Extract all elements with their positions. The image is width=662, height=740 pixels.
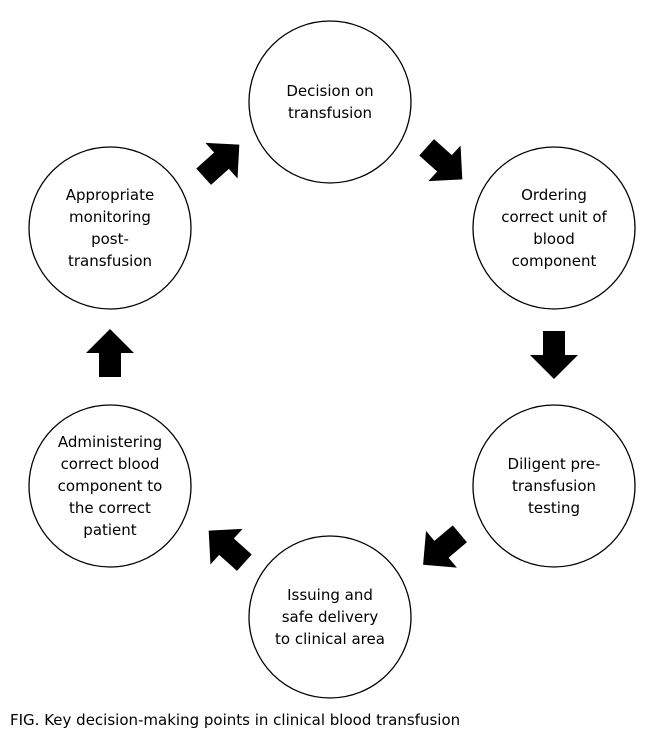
node-ordering: Ordering correct unit of blood component <box>472 146 636 310</box>
node-label-line: Administering <box>58 433 162 451</box>
node-issuing: Issuing and safe delivery to clinical area <box>248 535 412 699</box>
node-label-line: Issuing and <box>287 586 373 604</box>
arrows-layer <box>86 139 578 571</box>
node-monitoring: Appropriate monitoring post-transfusion <box>28 146 192 310</box>
arrow-administering-to-monitoring <box>86 329 134 377</box>
arrow-testing-to-issuing <box>423 525 467 568</box>
node-testing: Diligent pre-transfusion testing <box>472 404 636 568</box>
node-label-line: Diligent pre- <box>508 455 601 473</box>
node-label-line: safe delivery <box>282 608 379 626</box>
node-label-line: testing <box>528 499 580 517</box>
node-label-line: Ordering <box>521 186 587 204</box>
arrow-decision-to-ordering <box>419 139 463 182</box>
node-label-line: the correct <box>69 499 151 517</box>
node-label-line: component <box>512 252 597 270</box>
node-label-line: post- <box>91 230 129 248</box>
node-decision: Decision on transfusion <box>248 20 412 184</box>
node-label-line: patient <box>83 521 136 539</box>
arrow-ordering-to-testing <box>530 331 578 379</box>
node-label-line: transfusion <box>512 477 596 495</box>
node-label-line: transfusion <box>68 252 152 270</box>
node-label-line: transfusion <box>288 104 372 122</box>
node-label-line: monitoring <box>69 208 151 226</box>
node-label-line: correct blood <box>61 455 160 473</box>
node-circle-ordering <box>472 146 636 310</box>
node-circle-monitoring <box>28 146 192 310</box>
arrow-monitoring-to-decision <box>196 142 240 185</box>
node-circle-testing <box>472 404 636 568</box>
node-label-line: Decision on <box>286 82 373 100</box>
node-circle-decision <box>248 20 412 184</box>
arrow-issuing-to-administering <box>208 528 252 571</box>
node-circle-issuing <box>248 535 412 699</box>
node-label-line: to clinical area <box>275 630 385 648</box>
node-label-line: Appropriate <box>66 186 154 204</box>
figure-caption: FIG. Key decision-making points in clini… <box>10 711 461 729</box>
node-label-line: correct unit of <box>501 208 607 226</box>
node-circle-administering <box>28 404 192 568</box>
node-label-line: component to <box>58 477 163 495</box>
node-label-line: blood <box>533 230 575 248</box>
node-administering: Administering correct blood component to th… <box>28 404 192 568</box>
